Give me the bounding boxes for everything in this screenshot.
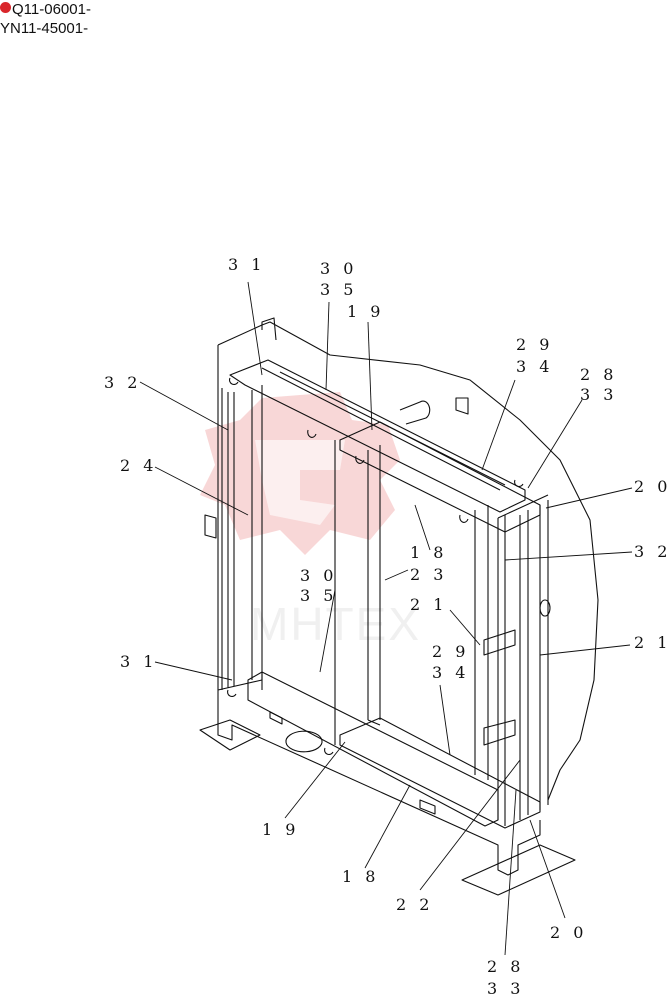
watermark-gear-icon [200,392,400,555]
callout-23: 2 3 [410,565,447,584]
model-code-2: YN11-45001- [0,20,89,37]
top-rail [229,359,526,513]
leader-30-mid [319,589,336,673]
tab-right [455,397,469,415]
side-boss [539,599,551,617]
callout-33-bot: 3 3 [487,979,524,998]
leader-21-right [539,644,631,656]
callout-28-top: 2 8 [580,365,617,384]
leader-34-mid [439,684,451,756]
callout-21-right: 2 1 [634,633,668,652]
callout-19-top: 1 9 [347,302,384,321]
leader-21-mid [449,609,481,646]
callout-29-mid: 2 9 [432,642,469,661]
watermark-gear-inner-icon [255,440,345,525]
watermark-logo: MHTEX [200,392,419,650]
callout-18-mid: 1 8 [410,543,447,562]
callout-20-top: 2 0 [634,477,668,496]
right-clamp-upper [483,629,516,656]
leader-lines [139,281,633,956]
callout-35-top: 3 5 [320,280,357,299]
leader-31-mid [154,661,233,681]
leader-20-top [545,487,633,509]
left-upright-front [251,385,263,680]
callout-20-bot: 2 0 [550,923,587,942]
leader-19-bot [284,741,346,819]
callout-32-right: 3 2 [634,542,668,561]
callout-33-top: 3 3 [580,385,617,404]
top-bracket [261,317,277,341]
pin-a [307,429,317,438]
model-line-2: YN11-45001- [0,19,91,38]
base-hole-1 [269,711,283,725]
right-clamp-lower [483,719,516,746]
base-hole-2 [285,730,323,753]
callout-34-top: 3 4 [516,357,553,376]
leader-32-right [504,551,633,561]
callout-18-bot: 1 8 [342,867,379,886]
leader-31-top [247,281,263,376]
leader-18-bot [364,784,411,869]
top-inlet [399,400,431,425]
pin-e [513,479,524,488]
leader-23 [384,569,409,581]
callout-29-top: 2 9 [516,335,553,354]
radiator-assembly [199,317,599,896]
left-frame [217,345,263,691]
leader-18-mid [414,504,431,551]
callout-31-mid: 3 1 [120,652,157,671]
callout-34-mid: 3 4 [432,663,469,682]
leader-32-left [139,381,229,431]
callout-19-bot: 1 9 [262,820,299,839]
base-hole-3 [419,799,436,815]
pin-c [459,514,469,523]
leader-30-top [325,301,330,391]
red-dot-icon [0,2,11,13]
pin-b [355,455,365,464]
front-upright-mid [474,505,489,780]
leader-19-top [367,321,373,431]
tab-left [204,514,217,539]
callout-32-left: 3 2 [104,373,141,392]
leader-29-top [481,379,516,471]
callout-labels: 3 1 3 0 3 5 1 9 3 2 2 9 3 4 2 8 3 3 2 4 … [104,255,668,998]
pin-d [228,377,239,386]
leader-24 [154,466,249,516]
callout-21-mid: 2 1 [410,595,447,614]
pin-g [226,689,237,698]
right-frame [497,494,549,826]
shroud-outline [217,321,599,801]
callout-31-top: 3 1 [228,255,265,274]
leader-28-top [527,399,583,489]
base-foot-right [461,844,576,896]
callout-22: 2 2 [396,895,433,914]
callout-30-mid: 3 0 [300,566,337,585]
pin-f [323,747,334,756]
base-foot-left [199,719,261,751]
model-code-1: Q11-06001- [12,1,91,18]
callout-24: 2 4 [120,456,157,475]
leader-28-bot [504,789,517,956]
model-line-1: Q11-06001- [0,0,91,19]
model-header: Q11-06001- YN11-45001- [0,0,91,38]
callout-28-bot: 2 8 [487,957,524,976]
base-pan [217,690,541,876]
front-upright-left [367,445,381,726]
callout-35-mid: 3 5 [300,586,337,605]
callout-30-top: 3 0 [320,259,357,278]
leader-20-bot [529,819,566,919]
leader-22 [419,759,521,891]
